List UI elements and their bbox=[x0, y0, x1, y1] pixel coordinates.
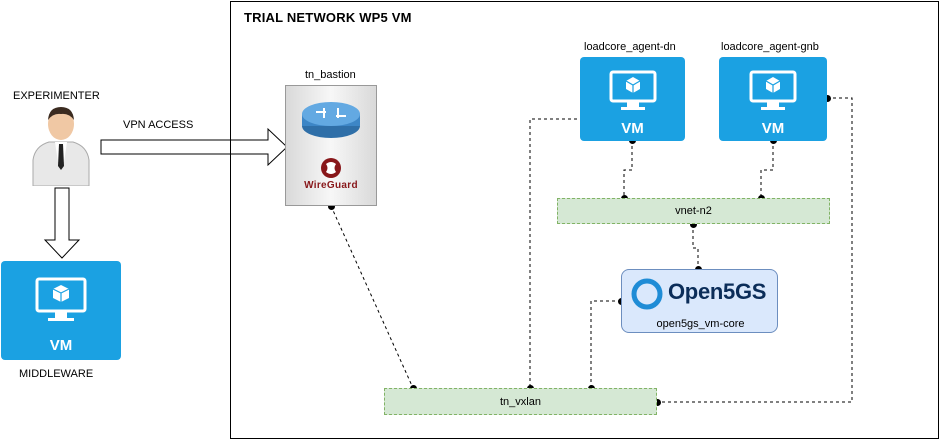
monitor-icon bbox=[749, 70, 797, 110]
tn-bastion-node[interactable]: WireGuard bbox=[285, 85, 377, 206]
vnet-n2-network[interactable]: vnet-n2 bbox=[557, 198, 830, 224]
trial-network-frame bbox=[230, 1, 939, 439]
link-agentdn-vnet bbox=[623, 140, 633, 198]
monitor-icon bbox=[609, 70, 657, 110]
vpn-arrow bbox=[100, 127, 288, 167]
open5gs-logo-icon bbox=[631, 278, 663, 310]
middleware-label: MIDDLEWARE bbox=[19, 368, 94, 380]
connector-dot bbox=[653, 398, 661, 406]
router-icon bbox=[302, 102, 360, 138]
wireguard-logo-icon bbox=[321, 158, 341, 178]
core-label: open5gs_vm-core bbox=[656, 318, 745, 330]
middleware-vm[interactable]: VM bbox=[1, 261, 121, 360]
agent-dn-vm[interactable]: VM bbox=[580, 57, 685, 141]
monitor-icon bbox=[35, 277, 87, 321]
link-agentgnb-vxlan bbox=[657, 97, 853, 403]
bastion-label: tn_bastion bbox=[305, 69, 356, 81]
tn-vxlan-network[interactable]: tn_vxlan bbox=[384, 388, 657, 415]
wireguard-text: WireGuard bbox=[304, 180, 358, 191]
vm-label: VM bbox=[621, 120, 644, 137]
tn-vxlan-label: tn_vxlan bbox=[500, 395, 541, 408]
link-agentgnb-vnet bbox=[760, 140, 774, 198]
link-vnet-core bbox=[692, 224, 699, 269]
link-core-vxlan bbox=[590, 300, 621, 388]
experimenter-label: EXPERIMENTER bbox=[13, 90, 100, 102]
agent-dn-label: loadcore_agent-dn bbox=[584, 41, 676, 53]
connector-dot bbox=[327, 202, 335, 210]
agent-gnb-label: loadcore_agent-gnb bbox=[721, 41, 819, 53]
down-arrow bbox=[43, 187, 81, 259]
open5gs-logo-text: Open5GS bbox=[668, 279, 767, 304]
user-icon bbox=[32, 107, 90, 186]
agent-gnb-vm[interactable]: VM bbox=[719, 57, 827, 141]
frame-title: TRIAL NETWORK WP5 VM bbox=[244, 10, 412, 25]
vnet-n2-label: vnet-n2 bbox=[675, 205, 712, 217]
open5gs-core-node[interactable]: Open5GS open5gs_vm-core bbox=[621, 269, 778, 333]
vm-label: VM bbox=[49, 337, 73, 354]
connector-dot bbox=[689, 220, 697, 228]
connector-dot bbox=[823, 94, 831, 102]
vpn-access-label: VPN ACCESS bbox=[123, 119, 194, 131]
vm-label: VM bbox=[761, 120, 785, 137]
